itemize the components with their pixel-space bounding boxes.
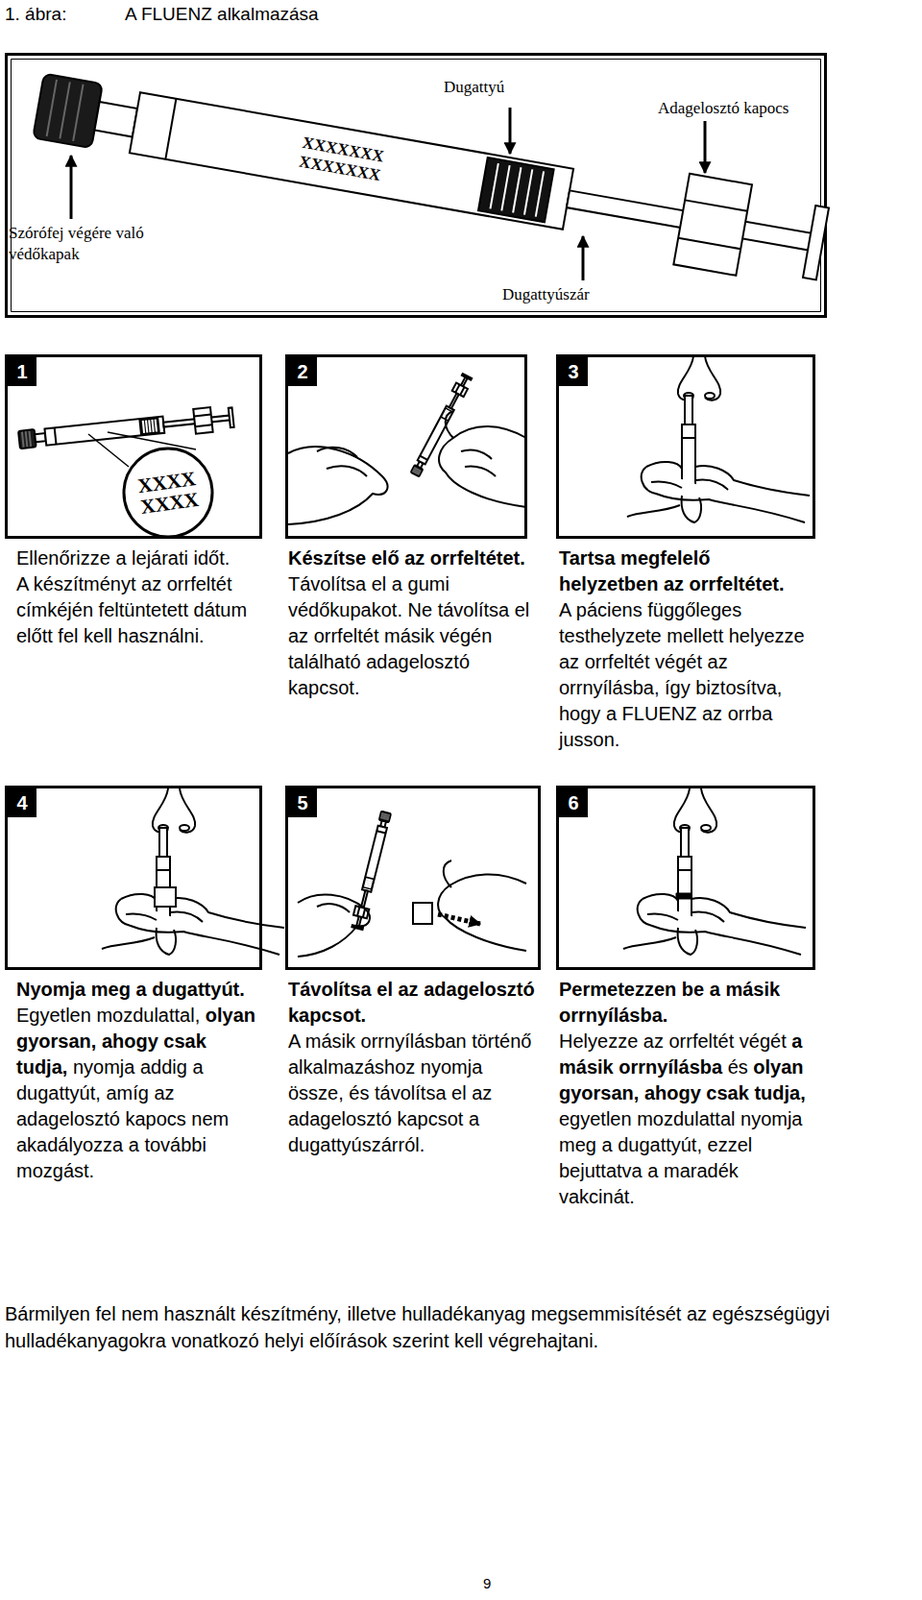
step-instruction: Egyetlen mozdulattal, olyan gyorsan, aho… <box>16 1002 262 1185</box>
step-caption: Nyomja meg a dugattyút.Egyetlen mozdulat… <box>16 976 262 1185</box>
step-panel: 2Készítse elő az orrfeltétet.Távolítsa e… <box>285 354 528 539</box>
step-instruction: A páciens függőleges testhelyzete mellet… <box>558 597 811 753</box>
step-number: 2 <box>288 357 317 387</box>
step-panel: 5Távolítsa el az adagelosztó kapcsot.A m… <box>285 785 541 971</box>
step-heading: Készítse elő az orrfeltétet. <box>288 545 536 572</box>
step-heading: Ellenőrizze a lejárati időt. <box>16 545 262 572</box>
part-name: Szórófej végére való védőkapak <box>8 222 187 266</box>
part-name: Adagelosztó kapocs <box>657 97 789 120</box>
step-instruction: Távolítsa el a gumi védőkupakot. Ne távo… <box>288 571 536 702</box>
step-number: 4 <box>7 788 37 818</box>
step-number: 6 <box>558 788 588 818</box>
step-panel: 6Permetezzen be a másik orrnyílásba.Hely… <box>556 785 816 971</box>
figure-title: A FLUENZ alkalmazása <box>124 2 319 26</box>
step-caption: Távolítsa el az adagelosztó kapcsot.A má… <box>288 976 536 1159</box>
page-number: 9 <box>483 1575 491 1593</box>
instruction-text: A páciens függőleges testhelyzete mellet… <box>558 599 805 751</box>
step-panel: 4Nyomja meg a dugattyút.Egyetlen mozdula… <box>4 785 263 971</box>
instruction-text: Egyetlen mozdulattal, <box>16 1004 200 1026</box>
step-caption: Ellenőrizze a lejárati időt.A készítmény… <box>16 545 262 650</box>
step-caption: Készítse elő az orrfeltétet.Távolítsa el… <box>288 545 536 702</box>
step-heading: Nyomja meg a dugattyút. <box>16 976 262 1003</box>
step-instruction: A készítményt az orrfeltét címkéjén felt… <box>16 571 262 650</box>
panel-3-art <box>627 356 810 523</box>
part-name: Dugattyú <box>443 76 505 98</box>
panel-6-art <box>623 788 806 955</box>
disposal-note: Bármilyen fel nem használt készítmény, i… <box>4 1300 918 1355</box>
device-figure <box>6 54 831 317</box>
step-number: 3 <box>558 357 588 387</box>
step-panel: 1Ellenőrizze a lejárati időt.A készítmén… <box>4 354 263 539</box>
figure-number: 1. ábra: <box>4 2 67 26</box>
instruction-text: egyetlen mozdulattal nyomja meg a dugatt… <box>558 1108 802 1208</box>
step-instruction: Helyezze az orrfeltét végét a másik orrn… <box>558 1028 811 1211</box>
instruction-text: A másik orrnyílásban történő alkalmazásh… <box>288 1030 532 1156</box>
panel-4-art <box>101 788 285 955</box>
instruction-text: A készítményt az orrfeltét címkéjén felt… <box>16 573 247 647</box>
step-panel: 3Tartsa megfelelő helyzetben az orrfelté… <box>556 354 816 539</box>
step-number: 1 <box>7 357 37 387</box>
panel-2-art <box>288 372 527 525</box>
step-number: 5 <box>288 788 317 818</box>
step-caption: Tartsa megfelelő helyzetben az orrfeltét… <box>558 545 811 753</box>
step-instruction: A másik orrnyílásban történő alkalmazásh… <box>288 1028 536 1159</box>
step-caption: Permetezzen be a másik orrnyílásba.Helye… <box>558 976 811 1211</box>
step-heading: Permetezzen be a másik orrnyílásba. <box>558 976 811 1029</box>
instruction-text: és <box>727 1056 749 1078</box>
instruction-text: Helyezze az orrfeltét végét <box>558 1030 787 1052</box>
part-name: Dugattyúszár <box>502 284 590 306</box>
panel-5-art <box>297 810 527 957</box>
step-heading: Tartsa megfelelő helyzetben az orrfeltét… <box>558 545 811 598</box>
step-heading: Távolítsa el az adagelosztó kapcsot. <box>288 976 536 1029</box>
instruction-text: Távolítsa el a gumi védőkupakot. Ne távo… <box>288 573 530 699</box>
panel-1-art <box>18 405 235 537</box>
